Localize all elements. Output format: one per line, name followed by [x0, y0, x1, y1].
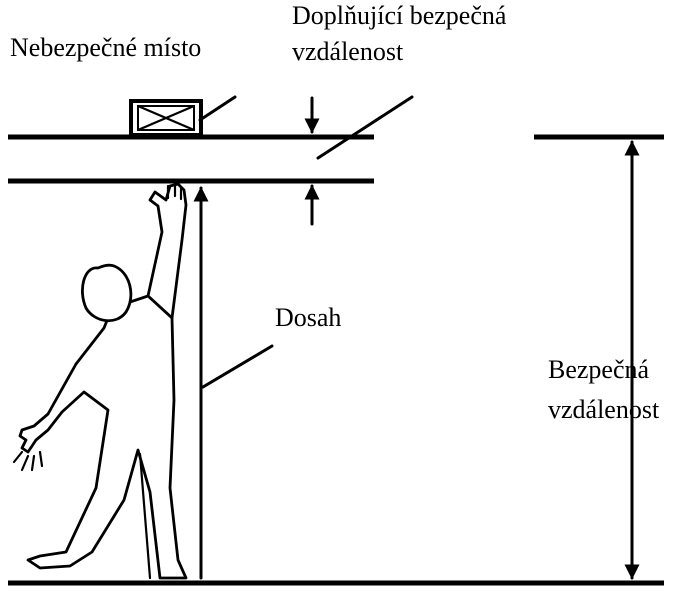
additional-distance-label-line1: Doplňující bezpečná	[292, 1, 507, 30]
reach-label: Dosah	[275, 303, 341, 332]
additional-distance-leader-line	[316, 95, 414, 160]
safety-distance-label-line2: vzdálenost	[548, 395, 660, 424]
reach-leader-line	[201, 344, 274, 389]
danger-point-leader-line	[198, 95, 237, 122]
person-figure-icon	[12, 182, 188, 580]
danger-zone-box	[129, 99, 203, 137]
safety-distance-label-line1: Bezpečná	[548, 355, 650, 384]
additional-distance-label-line2: vzdálenost	[292, 37, 404, 66]
danger-point-label: Nebezpečné místo	[10, 33, 201, 62]
